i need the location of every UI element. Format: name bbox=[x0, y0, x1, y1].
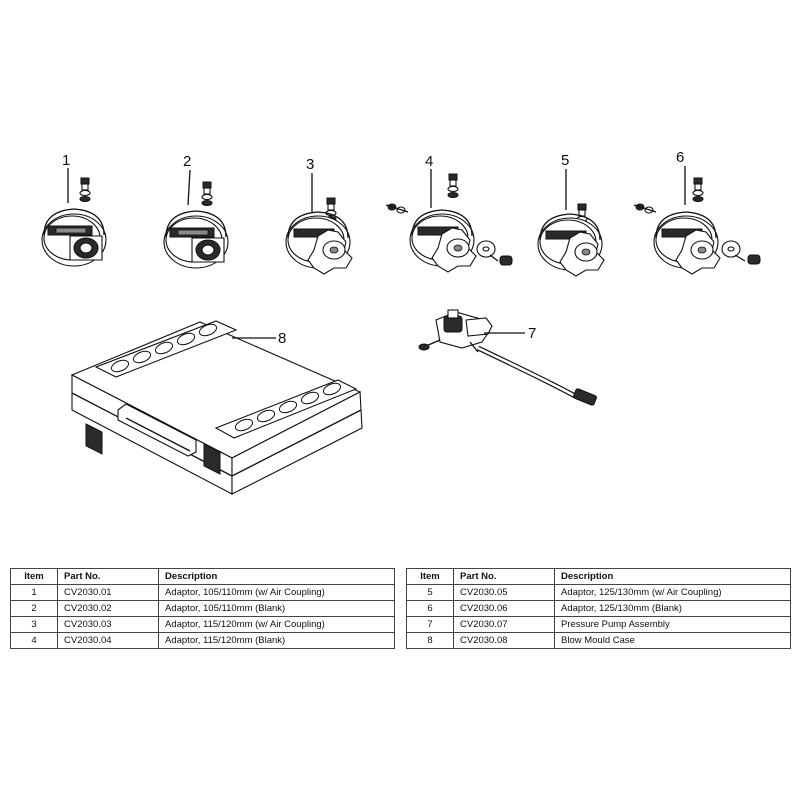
row-item: 5 bbox=[406, 584, 454, 601]
table-row: 5 CV2030.05 Adaptor, 125/130mm (w/ Air C… bbox=[406, 584, 791, 601]
row-description: Adaptor, 115/120mm (Blank) bbox=[158, 632, 395, 649]
row-description: Adaptor, 105/110mm (Blank) bbox=[158, 600, 395, 617]
exploded-parts-diagram: 1 2 3 4 5 bbox=[41, 149, 761, 495]
row-item: 4 bbox=[10, 632, 58, 649]
header-part-no: Part No. bbox=[57, 568, 159, 585]
table-row: 3 CV2030.03 Adaptor, 115/120mm (w/ Air C… bbox=[10, 616, 395, 633]
table-row: 2 CV2030.02 Adaptor, 105/110mm (Blank) bbox=[10, 600, 395, 617]
row-part-no: CV2030.06 bbox=[453, 600, 555, 617]
adaptor-item-1-drawing bbox=[41, 168, 107, 267]
callout-5: 5 bbox=[561, 152, 569, 169]
table-row: 6 CV2030.06 Adaptor, 125/130mm (Blank) bbox=[406, 600, 791, 617]
row-description: Blow Mould Case bbox=[554, 632, 791, 649]
row-item: 1 bbox=[10, 584, 58, 601]
row-item: 2 bbox=[10, 600, 58, 617]
parts-table-left: Item Part No. Description 1 CV2030.01 Ad… bbox=[10, 568, 395, 649]
row-item: 8 bbox=[406, 632, 454, 649]
adaptor-item-2-drawing bbox=[163, 169, 229, 269]
row-part-no: CV2030.02 bbox=[57, 600, 159, 617]
table-header-row: Item Part No. Description bbox=[406, 568, 791, 585]
table-row: 7 CV2030.07 Pressure Pump Assembly bbox=[406, 616, 791, 633]
adaptor-item-5-drawing bbox=[537, 169, 605, 277]
header-description: Description bbox=[158, 568, 395, 585]
row-part-no: CV2030.01 bbox=[57, 584, 159, 601]
blow-mould-case-drawing bbox=[70, 320, 363, 495]
header-item: Item bbox=[10, 568, 58, 585]
row-part-no: CV2030.08 bbox=[453, 632, 555, 649]
callout-6: 6 bbox=[676, 149, 684, 166]
header-part-no: Part No. bbox=[453, 568, 555, 585]
callout-1: 1 bbox=[62, 152, 70, 169]
table-header-row: Item Part No. Description bbox=[10, 568, 395, 585]
callout-3: 3 bbox=[306, 156, 314, 173]
row-item: 3 bbox=[10, 616, 58, 633]
table-row: 8 CV2030.08 Blow Mould Case bbox=[406, 632, 791, 649]
row-part-no: CV2030.07 bbox=[453, 616, 555, 633]
callout-7: 7 bbox=[528, 325, 536, 342]
row-description: Pressure Pump Assembly bbox=[554, 616, 791, 633]
adaptor-item-4-drawing bbox=[385, 169, 513, 273]
row-description: Adaptor, 125/130mm (w/ Air Coupling) bbox=[554, 584, 791, 601]
row-description: Adaptor, 115/120mm (w/ Air Coupling) bbox=[158, 616, 395, 633]
row-description: Adaptor, 125/130mm (Blank) bbox=[554, 600, 791, 617]
callout-2: 2 bbox=[183, 153, 191, 170]
callout-8: 8 bbox=[278, 330, 286, 347]
row-part-no: CV2030.03 bbox=[57, 616, 159, 633]
row-description: Adaptor, 105/110mm (w/ Air Coupling) bbox=[158, 584, 395, 601]
header-description: Description bbox=[554, 568, 791, 585]
header-item: Item bbox=[406, 568, 454, 585]
table-row: 1 CV2030.01 Adaptor, 105/110mm (w/ Air C… bbox=[10, 584, 395, 601]
table-row: 4 CV2030.04 Adaptor, 115/120mm (Blank) bbox=[10, 632, 395, 649]
adaptor-item-3-drawing bbox=[285, 173, 353, 275]
row-item: 7 bbox=[406, 616, 454, 633]
adaptor-item-6-drawing bbox=[633, 166, 761, 275]
row-item: 6 bbox=[406, 600, 454, 617]
row-part-no: CV2030.05 bbox=[453, 584, 555, 601]
callout-4: 4 bbox=[425, 153, 433, 170]
row-part-no: CV2030.04 bbox=[57, 632, 159, 649]
pressure-pump-drawing bbox=[418, 309, 597, 406]
parts-table-right: Item Part No. Description 5 CV2030.05 Ad… bbox=[406, 568, 791, 649]
